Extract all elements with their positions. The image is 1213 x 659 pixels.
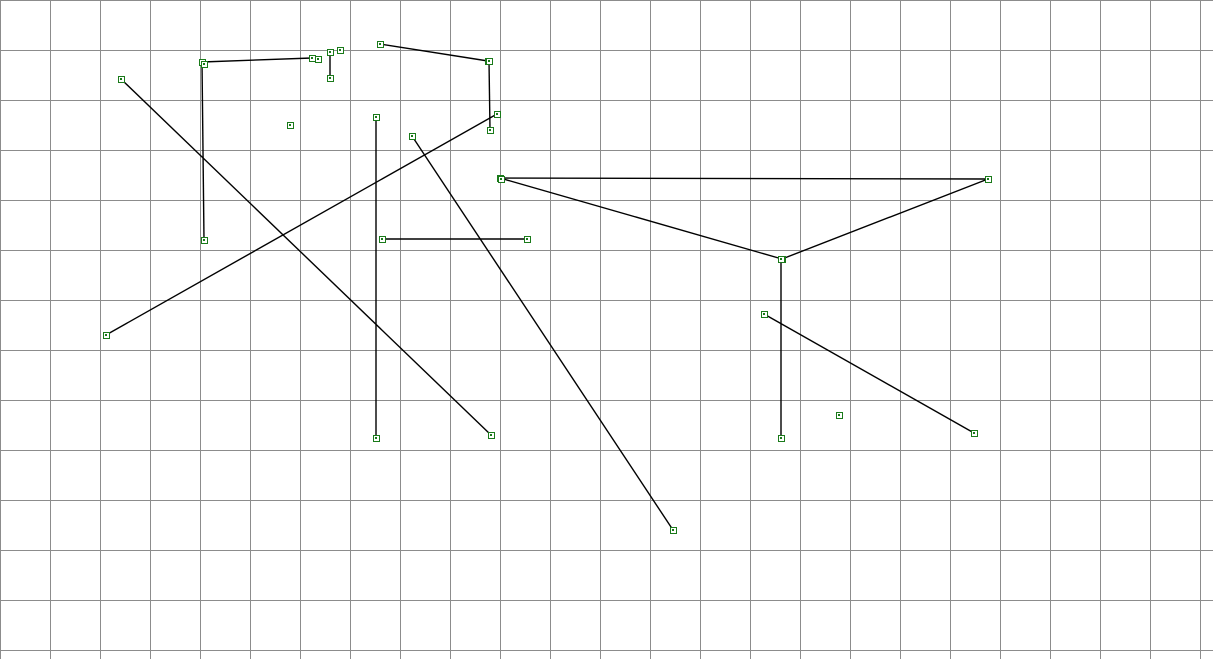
- endpoint-handle-seg-6-end[interactable]: [487, 127, 494, 134]
- line-segment-seg-5[interactable]: [379, 43, 489, 62]
- endpoint-handle-seg-1-end[interactable]: [309, 55, 316, 62]
- handle-center-dot: [411, 135, 413, 137]
- line-segment-seg-15[interactable]: [763, 313, 975, 434]
- handle-center-dot: [203, 63, 205, 65]
- endpoint-handle-seg-3-end[interactable]: [488, 432, 495, 439]
- handle-center-dot: [763, 313, 765, 315]
- endpoint-handle-seg-14-start[interactable]: [778, 256, 785, 263]
- handle-layer: [103, 41, 992, 534]
- handle-center-dot: [329, 51, 331, 53]
- endpoint-handle-seg-2-end[interactable]: [201, 237, 208, 244]
- endpoint-handle-seg-6-start[interactable]: [486, 58, 493, 65]
- handle-center-dot: [488, 60, 490, 62]
- handle-center-dot: [203, 239, 205, 241]
- line-segment-seg-1[interactable]: [201, 57, 313, 63]
- line-segment-seg-9[interactable]: [411, 135, 674, 531]
- handle-center-dot: [987, 178, 989, 180]
- point-handle-pt-3[interactable]: [337, 47, 344, 54]
- line-segment-seg-12[interactable]: [499, 177, 783, 260]
- endpoint-handle-seg-15-start[interactable]: [761, 311, 768, 318]
- endpoint-handle-seg-13-end[interactable]: [985, 176, 992, 183]
- endpoint-handle-seg-14-end[interactable]: [778, 435, 785, 442]
- handle-center-dot: [375, 437, 377, 439]
- handle-center-dot: [973, 432, 975, 434]
- point-handle-pt-4[interactable]: [287, 122, 294, 129]
- handle-center-dot: [379, 43, 381, 45]
- handle-center-dot: [780, 258, 782, 260]
- handle-center-dot: [381, 238, 383, 240]
- endpoint-handle-seg-4-end[interactable]: [327, 75, 334, 82]
- endpoint-handle-seg-3-start[interactable]: [118, 76, 125, 83]
- handle-center-dot: [105, 334, 107, 336]
- endpoint-handle-seg-5-start[interactable]: [377, 41, 384, 48]
- handle-center-dot: [339, 49, 341, 51]
- endpoint-handle-seg-8-start[interactable]: [373, 114, 380, 121]
- handle-center-dot: [780, 437, 782, 439]
- handle-center-dot: [329, 77, 331, 79]
- handle-center-dot: [120, 78, 122, 80]
- endpoint-handle-seg-15-end[interactable]: [971, 430, 978, 437]
- handle-center-dot: [311, 57, 313, 59]
- line-segment-seg-7[interactable]: [105, 113, 498, 336]
- point-handle-pt-5[interactable]: [498, 176, 505, 183]
- point-handle-pt-1[interactable]: [201, 61, 208, 68]
- endpoint-handle-seg-7-start[interactable]: [103, 332, 110, 339]
- line-segment-seg-13[interactable]: [781, 178, 989, 260]
- line-segment-seg-2[interactable]: [201, 61, 205, 241]
- handle-center-dot: [317, 58, 319, 60]
- endpoint-handle-seg-7-end[interactable]: [494, 111, 501, 118]
- endpoint-handle-seg-9-start[interactable]: [409, 133, 416, 140]
- point-handle-pt-2[interactable]: [315, 56, 322, 63]
- handle-center-dot: [375, 116, 377, 118]
- endpoint-handle-seg-9-end[interactable]: [670, 527, 677, 534]
- handle-center-dot: [838, 414, 840, 416]
- handle-center-dot: [526, 238, 528, 240]
- line-segment-seg-11[interactable]: [499, 177, 989, 180]
- endpoint-handle-seg-10-start[interactable]: [379, 236, 386, 243]
- line-segment-seg-6[interactable]: [488, 60, 491, 131]
- endpoint-handle-seg-10-end[interactable]: [524, 236, 531, 243]
- handle-center-dot: [496, 113, 498, 115]
- line-segment-seg-3[interactable]: [120, 78, 492, 436]
- endpoint-handle-seg-4-start[interactable]: [327, 49, 334, 56]
- segment-layer: [105, 43, 989, 531]
- handle-center-dot: [672, 529, 674, 531]
- handle-center-dot: [289, 124, 291, 126]
- point-handle-pt-6[interactable]: [836, 412, 843, 419]
- handle-center-dot: [490, 434, 492, 436]
- handle-center-dot: [500, 178, 502, 180]
- endpoint-handle-seg-8-end[interactable]: [373, 435, 380, 442]
- handle-center-dot: [489, 129, 491, 131]
